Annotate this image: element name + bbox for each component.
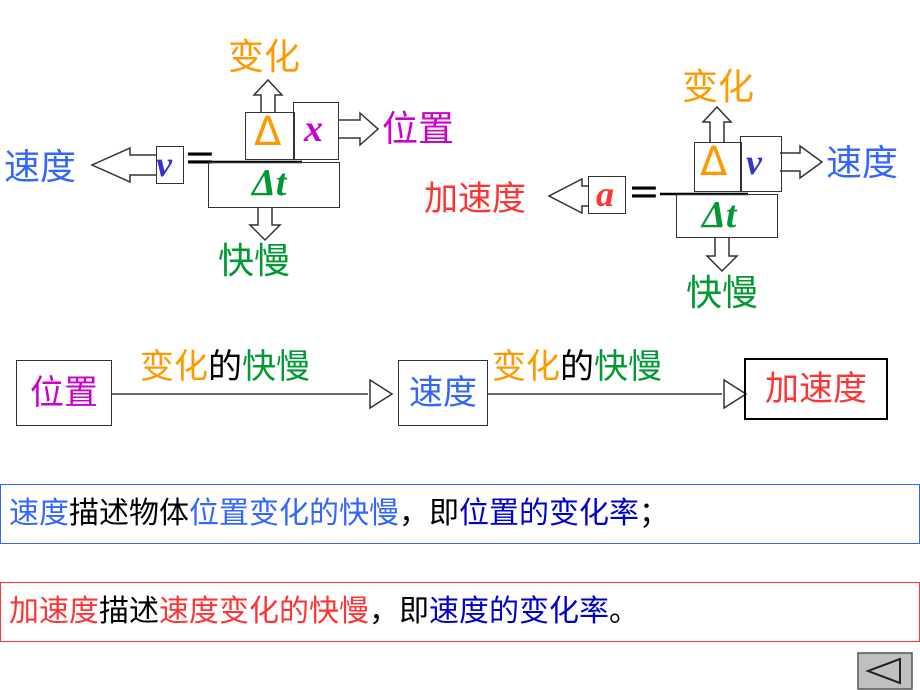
label-part: 的: [560, 347, 594, 387]
numerator-variable: x: [304, 108, 323, 150]
flow-box-label: 位置: [30, 373, 98, 413]
label-part: 变化: [140, 347, 208, 387]
flow-box-acceleration: 加速度: [744, 358, 888, 420]
text-segment: 速度: [9, 496, 69, 531]
symbol-box: [588, 176, 626, 214]
flow-box-velocity: 速度: [398, 360, 488, 426]
back-triangle-icon: [865, 657, 901, 685]
text-segment: ，即: [369, 594, 429, 629]
text-segment: 的变化率: [489, 594, 609, 629]
symbol-box: [156, 146, 184, 184]
left-arrow: [547, 177, 588, 215]
right-arrow: [338, 111, 380, 147]
text-segment: 描述: [99, 594, 159, 629]
velocity-definition: 速度描述物体位置变化的快慢，即位置的变化率；: [0, 484, 920, 544]
text-segment: 的变化率: [519, 496, 639, 531]
flow-box-label: 加速度: [765, 369, 867, 409]
denominator-box: [208, 162, 340, 208]
velocity-right-label: 位置: [382, 109, 455, 150]
flow-box-position: 位置: [16, 360, 112, 426]
acceleration-left-label: 加速度: [424, 179, 526, 219]
text-segment: 速度变化的快慢: [159, 594, 369, 629]
variable-box: [740, 136, 782, 192]
acceleration-right-label: 速度: [826, 143, 899, 184]
text-segment: 位置变化的快慢: [189, 496, 399, 531]
left-arrow: [90, 146, 156, 184]
delta-symbol: Δ: [254, 109, 282, 155]
equals-sign: =: [184, 135, 216, 179]
text-segment: 。: [609, 594, 639, 629]
up-arrow: [252, 78, 284, 112]
velocity-bottom-label: 快慢: [218, 241, 291, 282]
down-arrow: [705, 238, 739, 273]
up-arrow: [701, 105, 733, 142]
velocity-symbol: v: [156, 144, 172, 184]
velocity-top-label: 变化: [228, 37, 301, 78]
acceleration-symbol: a: [596, 174, 614, 214]
flow-box-label: 速度: [409, 373, 477, 413]
text-segment: 加速度: [9, 594, 99, 629]
label-part: 快慢: [242, 347, 310, 387]
right-arrow: [780, 144, 824, 180]
flow-arrow-2-head: [723, 378, 748, 410]
text-segment: 位置: [459, 496, 519, 531]
denominator-box: [676, 194, 778, 238]
text-segment: ，即: [399, 496, 459, 531]
flow-arrow-label: 变化的快慢: [140, 350, 310, 384]
denominator: Δt: [702, 194, 737, 236]
equals-sign: =: [628, 169, 660, 213]
label-part: 快慢: [594, 347, 662, 387]
delta-box: [694, 142, 742, 192]
delta-box: [245, 112, 295, 160]
text-segment: 描述物体: [69, 496, 189, 531]
flow-arrow-label: 变化的快慢: [492, 350, 662, 384]
flow-arrow-1-head: [369, 378, 394, 410]
acceleration-top-label: 变化: [682, 67, 755, 108]
velocity-left-label: 速度: [4, 147, 77, 188]
text-segment: ；: [639, 496, 669, 531]
delta-symbol: Δ: [700, 139, 728, 185]
acceleration-bottom-label: 快慢: [686, 273, 759, 314]
variable-box: [293, 102, 339, 160]
label-part: 变化: [492, 347, 560, 387]
text-segment: 速度: [429, 594, 489, 629]
back-button[interactable]: [858, 653, 912, 689]
numerator-variable: v: [746, 142, 762, 182]
acceleration-definition: 加速度描述速度变化的快慢，即速度的变化率。: [0, 582, 920, 642]
denominator: Δt: [252, 162, 287, 204]
label-part: 的: [208, 347, 242, 387]
down-arrow: [248, 208, 282, 242]
